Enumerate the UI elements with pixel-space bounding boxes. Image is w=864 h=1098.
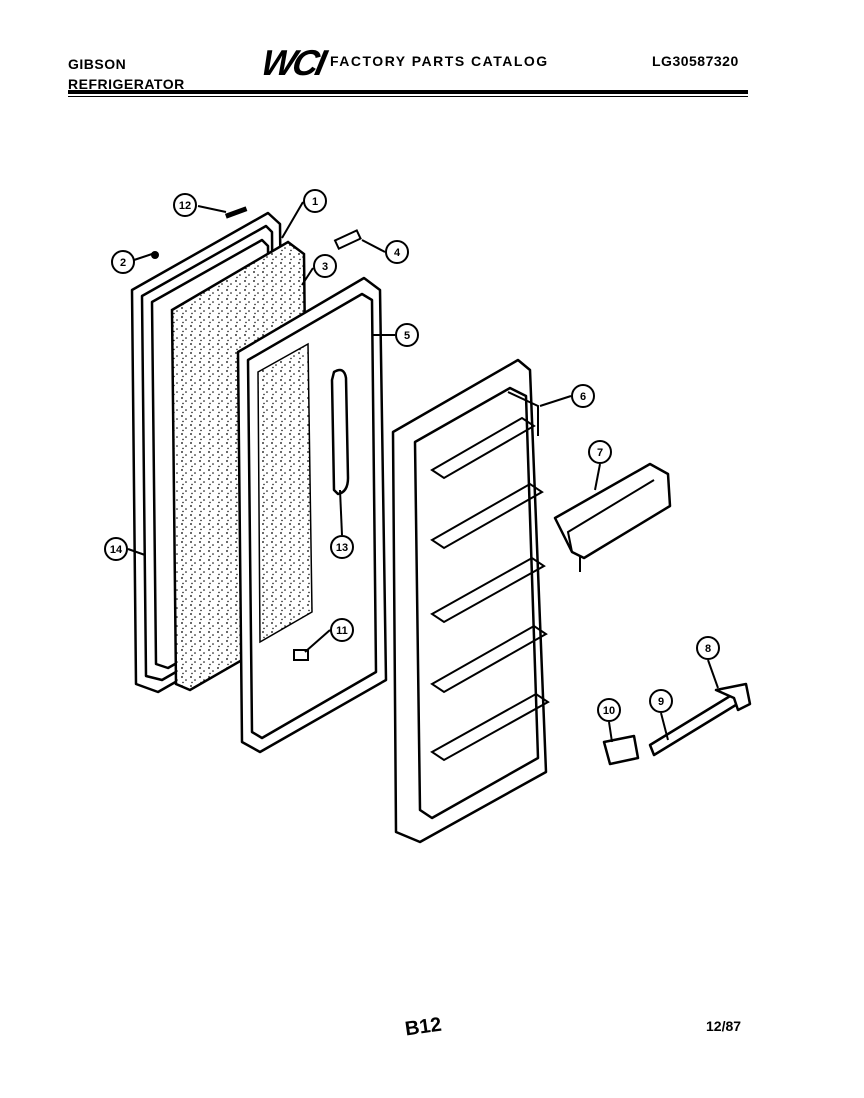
svg-text:11: 11 bbox=[336, 625, 348, 637]
header-rule-thin bbox=[68, 96, 748, 97]
callout-12: 12 bbox=[173, 193, 197, 217]
callout-4: 4 bbox=[385, 240, 409, 264]
inner-door-liner bbox=[391, 358, 550, 844]
door-handle bbox=[330, 368, 350, 496]
bracket-right bbox=[714, 682, 752, 712]
callout-6: 6 bbox=[571, 384, 595, 408]
svg-text:13: 13 bbox=[336, 542, 348, 554]
svg-text:3: 3 bbox=[322, 261, 328, 273]
svg-text:4: 4 bbox=[394, 247, 401, 259]
model-number: LG30587320 bbox=[652, 53, 739, 69]
callout-1: 1 bbox=[303, 189, 327, 213]
svg-text:12: 12 bbox=[179, 200, 191, 212]
callout-5: 5 bbox=[395, 323, 419, 347]
callout-9: 9 bbox=[649, 689, 673, 713]
svg-text:14: 14 bbox=[110, 544, 123, 556]
svg-text:6: 6 bbox=[580, 391, 586, 403]
product-label: REFRIGERATOR bbox=[68, 76, 185, 92]
bracket-left bbox=[602, 734, 640, 766]
callout-14: 14 bbox=[104, 537, 128, 561]
brand-label: GIBSON bbox=[68, 56, 127, 72]
trim-strip bbox=[224, 206, 248, 219]
callout-11: 11 bbox=[330, 618, 354, 642]
screw bbox=[151, 251, 159, 259]
svg-text:8: 8 bbox=[705, 643, 711, 655]
svg-text:7: 7 bbox=[597, 447, 603, 459]
latch bbox=[293, 649, 309, 661]
door-bin bbox=[553, 462, 672, 572]
callout-2: 2 bbox=[111, 250, 135, 274]
door-stop bbox=[333, 229, 362, 251]
catalog-title: FACTORY PARTS CATALOG bbox=[330, 53, 549, 69]
callout-13: 13 bbox=[330, 535, 354, 559]
svg-text:5: 5 bbox=[404, 330, 410, 342]
svg-text:10: 10 bbox=[603, 705, 615, 717]
header-rule bbox=[68, 90, 748, 94]
door-gasket bbox=[236, 276, 388, 754]
callout-3: 3 bbox=[313, 254, 337, 278]
svg-text:9: 9 bbox=[658, 696, 664, 708]
callout-8: 8 bbox=[696, 636, 720, 660]
catalog-date: 12/87 bbox=[706, 1018, 742, 1034]
leader-lines bbox=[127, 201, 719, 743]
callout-7: 7 bbox=[588, 440, 612, 464]
callout-10: 10 bbox=[597, 698, 621, 722]
svg-text:2: 2 bbox=[120, 257, 126, 269]
svg-text:1: 1 bbox=[312, 196, 318, 208]
